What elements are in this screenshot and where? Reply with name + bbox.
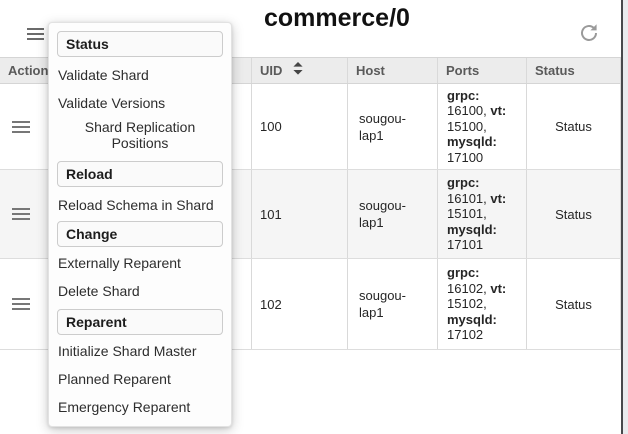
page-title: commerce/0 xyxy=(264,4,410,32)
uid-cell: 102 xyxy=(252,259,348,349)
menu-item-shard-replication-positions[interactable]: Shard Replication Positions xyxy=(84,119,196,151)
host-cell: sougou-lap1 xyxy=(348,84,438,169)
menu-item-planned-reparent[interactable]: Planned Reparent xyxy=(58,371,171,387)
row-actions-hamburger-icon[interactable] xyxy=(12,298,30,310)
menu-section-reload: Reload xyxy=(57,161,223,187)
menu-item-validate-shard[interactable]: Validate Shard xyxy=(58,67,149,83)
host-cell: sougou-lap1 xyxy=(348,259,438,349)
menu-item-initialize-shard-master[interactable]: Initialize Shard Master xyxy=(58,343,197,359)
menu-section-change: Change xyxy=(57,221,223,247)
row-actions-hamburger-icon[interactable] xyxy=(12,120,30,133)
column-header-ports: Ports xyxy=(438,58,527,83)
scrollbar-track[interactable] xyxy=(623,0,628,434)
menu-item-emergency-reparent[interactable]: Emergency Reparent xyxy=(58,399,191,415)
status-cell[interactable]: Status xyxy=(527,84,621,169)
hamburger-menu-icon[interactable] xyxy=(27,28,44,42)
uid-cell: 101 xyxy=(252,170,348,258)
menu-item-reload-schema-in-shard[interactable]: Reload Schema in Shard xyxy=(58,197,214,213)
menu-section-status: Status xyxy=(57,31,223,57)
column-header-uid: UID xyxy=(252,58,348,83)
ports-cell: grpc: 16102, vt: 15102, mysqld: 17102 xyxy=(438,259,527,349)
column-header-host: Host xyxy=(348,58,438,83)
row-actions-hamburger-icon[interactable] xyxy=(12,208,30,220)
shard-actions-menu: Status Validate Shard Validate Versions … xyxy=(48,22,232,427)
menu-item-externally-reparent[interactable]: Externally Reparent xyxy=(58,255,181,271)
row-actions-cell xyxy=(0,84,252,169)
row-actions-cell xyxy=(0,259,252,349)
status-cell[interactable]: Status xyxy=(527,170,621,258)
column-header-actions: Actions xyxy=(0,58,252,83)
menu-item-validate-versions[interactable]: Validate Versions xyxy=(58,95,166,111)
status-cell[interactable]: Status xyxy=(527,259,621,349)
refresh-icon[interactable] xyxy=(577,21,601,45)
host-cell: sougou-lap1 xyxy=(348,170,438,258)
menu-item-delete-shard[interactable]: Delete Shard xyxy=(58,283,140,299)
uid-cell: 100 xyxy=(252,84,348,169)
row-actions-cell xyxy=(0,170,252,258)
menu-section-reparent: Reparent xyxy=(57,309,223,335)
window-edge-line xyxy=(621,0,623,434)
sort-unfold-icon[interactable] xyxy=(293,58,303,83)
column-header-status: Status xyxy=(527,58,621,83)
ports-cell: grpc: 16100, vt: 15100, mysqld: 17100 xyxy=(438,84,527,169)
ports-cell: grpc: 16101, vt: 15101, mysqld: 17101 xyxy=(438,170,527,258)
